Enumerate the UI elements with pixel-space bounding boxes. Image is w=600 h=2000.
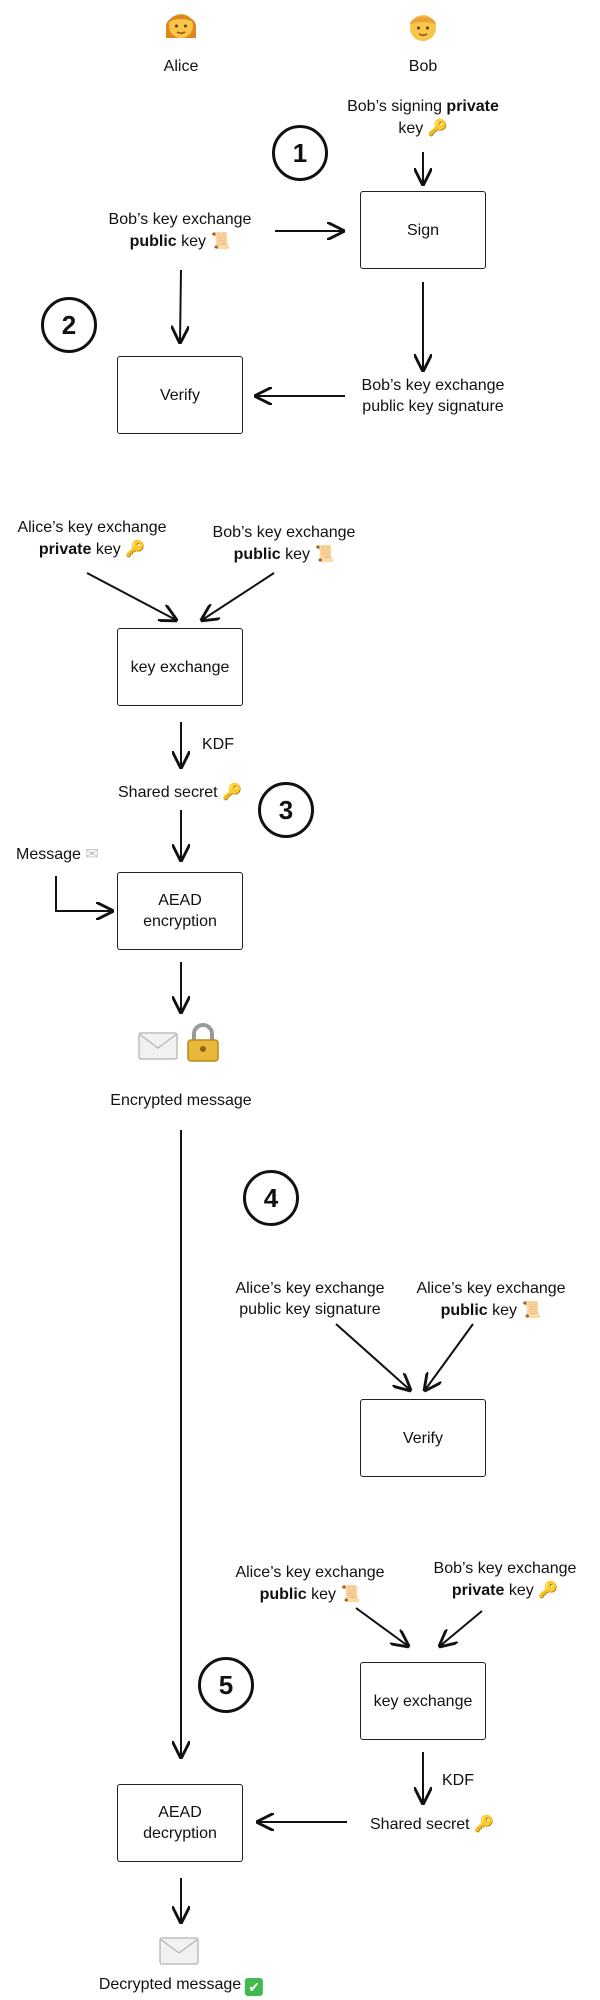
arrow-alice-priv-to-kx	[86, 572, 176, 620]
bob-avatar	[404, 8, 442, 46]
alice-kx-pubkey-signature-label: Alice’s key exchange public key signatur…	[235, 1280, 385, 1318]
verify-box-1: Verify	[117, 356, 243, 434]
step-1-badge: 1	[272, 125, 328, 181]
message-label: Message ✉	[16, 844, 99, 863]
kdf-label-2: KDF	[442, 1772, 474, 1789]
arrow-bob-pub-to-kx	[202, 572, 275, 620]
bob-kx-pubkey-signature-label: Bob’s key exchange public key signature	[361, 377, 505, 415]
key-icon: 🔑	[427, 118, 448, 137]
bob-kx-public-key-label: Bob’s key exchange public key 📜	[108, 211, 252, 250]
key-icon: 🔑	[538, 1580, 559, 1599]
step-5-badge: 5	[198, 1657, 254, 1713]
key-icon: 🔑	[125, 539, 146, 558]
arrow-alice-pub2-to-kx	[355, 1607, 408, 1646]
bob-kx-public-key-label-2: Bob’s key exchange public key 📜	[212, 524, 356, 563]
step-4-badge: 4	[243, 1170, 299, 1226]
envelope-icon: ✉	[85, 844, 99, 863]
encrypted-message-label: Encrypted message	[110, 1092, 252, 1109]
kdf-label-1: KDF	[202, 736, 234, 753]
step-2-badge: 2	[41, 297, 97, 353]
woman-face-icon	[165, 14, 197, 38]
key-icon: 🔑	[474, 1814, 494, 1833]
man-face-icon	[410, 15, 436, 41]
scroll-icon: 📜	[314, 544, 335, 563]
bob-signing-private-key-label: Bob’s signing private key 🔑	[347, 98, 499, 137]
key-exchange-box-2: key exchange	[360, 1662, 486, 1740]
decrypted-message-label: Decrypted message✔	[99, 1974, 264, 1996]
arrow-alice-pub-to-verify	[425, 1323, 474, 1390]
arrow-alice-sig-to-verify	[335, 1323, 410, 1390]
arrow-message-to-aead	[55, 876, 112, 911]
lock-icon	[187, 1023, 219, 1062]
scroll-icon: 📜	[210, 231, 231, 250]
scroll-icon: 📜	[340, 1584, 361, 1603]
alice-avatar	[162, 6, 200, 44]
shared-secret-label-1: Shared secret 🔑	[118, 782, 242, 801]
verify-box-2: Verify	[360, 1399, 486, 1477]
shared-secret-label-2: Shared secret 🔑	[370, 1814, 494, 1833]
scroll-icon: 📜	[521, 1300, 542, 1319]
alice-kx-private-key-label: Alice’s key exchange private key 🔑	[17, 519, 167, 558]
alice-label: Alice	[163, 58, 199, 75]
arrow-bob-priv-to-kx	[440, 1610, 483, 1646]
key-icon: 🔑	[222, 782, 242, 801]
sign-box: Sign	[360, 191, 486, 269]
check-icon: ✔	[245, 1978, 264, 1996]
alice-kx-public-key-label-2: Alice’s key exchange public key 📜	[235, 1564, 385, 1603]
envelope-icon	[138, 1032, 178, 1060]
key-exchange-box-1: key exchange	[117, 628, 243, 706]
bob-kx-private-key-label: Bob’s key exchange private key 🔑	[433, 1560, 577, 1599]
step-3-badge: 3	[258, 782, 314, 838]
envelope-icon	[159, 1937, 199, 1965]
arrow-pubkey-to-verify	[180, 269, 181, 342]
alice-kx-public-key-label-1: Alice’s key exchange public key 📜	[416, 1280, 566, 1319]
bob-label: Bob	[408, 58, 438, 75]
